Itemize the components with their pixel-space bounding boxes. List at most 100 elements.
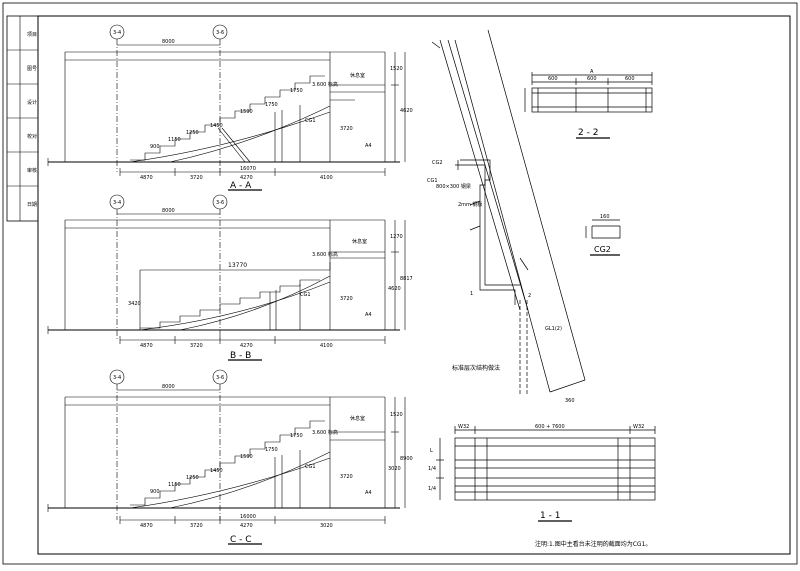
step-dim: 1750 [265, 102, 278, 108]
dim-total: 16000 [240, 514, 256, 520]
section-b-b-text: 3-4 3-6 8000 4870 3720 4270 4100 13770 休… [113, 200, 413, 361]
dim-top: 600 + 7600 [535, 424, 565, 430]
dim-span: 8000 [162, 39, 175, 45]
title-block-row: 图号 [27, 66, 37, 72]
member-label: CG1 [305, 464, 316, 470]
dim-bottom: 4270 [240, 175, 253, 181]
member-label: CG1 [300, 292, 311, 298]
section-title: A - A [230, 181, 252, 191]
step-dim: 1750 [290, 88, 303, 94]
dim-bottom: 3020 [320, 523, 333, 529]
section-title: CG2 [594, 245, 611, 254]
axis-label: 3-4 [113, 30, 121, 36]
elev-inner: 3720 [340, 474, 353, 480]
dim: 600 [548, 76, 558, 82]
dim-right: W32 [633, 424, 644, 430]
right-dim: 1520 [390, 66, 403, 72]
dim-bottom: 4870 [140, 523, 153, 529]
member-label: CG1 [305, 118, 316, 124]
room-label: A4 [365, 143, 372, 149]
dim-span: 8000 [162, 384, 175, 390]
dim: 600 [587, 76, 597, 82]
section-c-c-text: 3-4 3-6 8000 4870 3720 4270 3020 16000 休… [113, 375, 413, 545]
section-1-1-text: 600 + 7600 W32 W32 L 1/4 1/4 1 - 1 [428, 424, 644, 521]
top-label: 13770 [228, 262, 247, 269]
structure-detail-text: CG2 CG1 800×300 钢梁 2mm 钢板 GL1(2) 1 2 360… [427, 160, 575, 404]
dim-bottom: 4100 [320, 175, 333, 181]
dim-top: A [590, 69, 594, 75]
dim-bottom: 4870 [140, 343, 153, 349]
detail-label: 2 [528, 293, 531, 299]
section-title: C - C [230, 535, 252, 545]
detail-label: 800×300 钢梁 [436, 183, 471, 190]
section-a-a-text: 3-4 3-6 8000 4870 3720 4270 4100 16070 休… [113, 30, 413, 191]
axis-label: 3-4 [113, 375, 121, 381]
right-dim: 4620 [388, 286, 401, 292]
axis-label: 3-6 [216, 375, 224, 381]
step-dim: 1250 [186, 475, 199, 481]
left-dim: 3420 [128, 301, 141, 307]
elev-label: 3.600 标高 [312, 429, 338, 436]
dim-bottom: 4100 [320, 343, 333, 349]
axis-label: 3-4 [113, 200, 121, 206]
right-dim: 8900 [400, 456, 413, 462]
title-block-row: 校对 [27, 133, 37, 140]
dim-bottom: 3720 [190, 175, 203, 181]
inner-frame [37, 15, 791, 555]
step-dim: 1250 [186, 130, 199, 136]
dim-bottom: 3720 [190, 523, 203, 529]
detail-label: GL1(2) [545, 326, 562, 332]
room-label: 休息室 [352, 238, 367, 245]
right-dim: 1270 [390, 234, 403, 240]
section-cg2 [585, 219, 621, 239]
section-1-1 [436, 426, 656, 501]
general-note: 注明:1.图中主看台未注明的截面均为CG1。 [535, 540, 651, 548]
step-dim: 1450 [210, 123, 223, 129]
section-b-b [47, 194, 406, 344]
detail-label: 2mm 钢板 [458, 201, 483, 208]
section-title: 2 - 2 [578, 128, 598, 138]
step-dim: 1590 [240, 454, 253, 460]
section-a-a [47, 24, 406, 176]
dim-bottom: 4870 [140, 175, 153, 181]
dim: 600 [625, 76, 635, 82]
elev-label: 3.600 标高 [312, 81, 338, 88]
dim: 160 [600, 214, 610, 220]
section-c-c [47, 369, 406, 524]
detail-label: 1 [470, 291, 473, 297]
section-2-2-text: A 600 600 600 2 - 2 [548, 69, 635, 138]
title-block-row: 审核 [27, 167, 37, 174]
detail-label: CG1 [427, 178, 438, 184]
title-block-row: 项目 [27, 32, 37, 38]
step-dim: 1750 [265, 447, 278, 453]
step-dim: 900 [150, 144, 160, 150]
elev-inner: 3720 [340, 126, 353, 132]
right-dim: 8817 [400, 276, 413, 282]
step-dim: 1450 [210, 468, 223, 474]
elev-label: 3.600 标高 [312, 251, 338, 258]
dim-side: 1/4 [428, 466, 436, 472]
step-dim: 1150 [168, 137, 181, 143]
dim-side: L [430, 448, 433, 454]
detail-caption: 标准层次结构做法 [452, 364, 500, 372]
right-dim: 1520 [390, 412, 403, 418]
dim-bottom: 3720 [190, 343, 203, 349]
dim-total: 16070 [240, 166, 256, 172]
room-label: A4 [365, 490, 372, 496]
detail-label: CG2 [432, 160, 443, 166]
room-label: 休息室 [350, 415, 365, 422]
section-cg2-text: 160 CG2 [594, 214, 611, 254]
room-label: A4 [365, 312, 372, 318]
room-label: 休息室 [350, 72, 365, 79]
dim-left: W32 [458, 424, 469, 430]
dim-side: 1/4 [428, 486, 436, 492]
structure-detail [431, 29, 586, 395]
dim-bottom: 4270 [240, 523, 253, 529]
axis-label: 3-6 [216, 200, 224, 206]
right-dim: 3020 [388, 466, 401, 472]
step-dim: 1590 [240, 109, 253, 115]
dim-span: 8000 [162, 208, 175, 214]
right-dim: 4620 [400, 108, 413, 114]
title-block-row: 设计 [27, 99, 37, 106]
